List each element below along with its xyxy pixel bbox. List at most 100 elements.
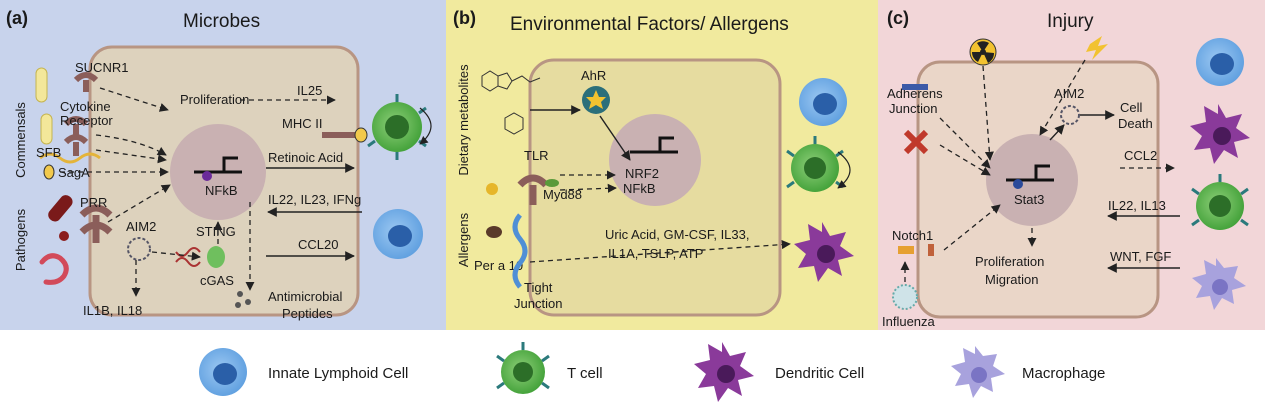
label-il22-il13: IL22, IL13	[1108, 198, 1166, 213]
label-nfkb-a: NFkB	[205, 183, 238, 198]
legend-label-t-cell: T cell	[567, 365, 603, 382]
label-ccl20: CCL20	[298, 237, 338, 252]
label-myd88: Myd88	[543, 187, 582, 202]
saga-icon	[43, 164, 55, 180]
pathogen-virus-icon	[59, 231, 69, 241]
panel-b-title: Environmental Factors/ Allergens	[510, 14, 789, 35]
influenza-virus-icon	[892, 284, 918, 310]
panel-c-letter: (c)	[887, 8, 909, 28]
label-junction-c: Junction	[889, 101, 937, 116]
label-influenza: Influenza	[882, 314, 936, 329]
label-il25: IL25	[297, 83, 322, 98]
tlr-receptor-icon	[517, 174, 549, 205]
label-tight: Tight	[524, 280, 553, 295]
label-per-a-10: Per a 10	[474, 258, 523, 273]
gene-transcription-icon	[630, 136, 678, 154]
label-saga: SagA	[58, 165, 90, 180]
legend-label-macrophage: Macrophage	[1022, 365, 1105, 382]
commensal-bacterium-icon	[35, 67, 48, 103]
label-aim2-c: AIM2	[1054, 86, 1084, 101]
label-migration: Migration	[985, 272, 1038, 287]
side-label-dietary-metabolites: Dietary metabolites	[456, 64, 471, 176]
pathogen-worm-icon	[39, 253, 69, 285]
sucnr1-receptor-icon	[73, 72, 99, 92]
panel-c: (c) Injury Adherens Junction AIM2 Cell D…	[878, 0, 1265, 330]
legend-ilc-icon	[199, 348, 247, 396]
nucleus-b	[609, 114, 701, 206]
side-label-commensals: Commensals	[13, 102, 28, 178]
legend-dendritic-cell-icon	[694, 342, 754, 402]
sfb-filament-icon	[39, 152, 101, 164]
label-sting: STING	[196, 224, 236, 239]
label-proliferation-c: Proliferation	[975, 254, 1044, 269]
disrupted-junction-icon	[903, 129, 929, 155]
ligand-star-icon	[586, 90, 606, 109]
label-notch1: Notch1	[892, 228, 933, 243]
macrophage-icon	[1192, 258, 1246, 310]
label-ccl2: CCL2	[1124, 148, 1157, 163]
label-cell: Cell	[1120, 100, 1143, 115]
label-cytokine: Cytokine	[60, 99, 111, 114]
panel-a: (a) Microbes Commensals Pathogens SUCNR1…	[0, 0, 446, 330]
label-il1b-il18: IL1B, IL18	[83, 303, 142, 318]
legend: Innate Lymphoid Cell T cell Dendritic Ce…	[199, 342, 1105, 402]
stat3-protein-icon	[1013, 179, 1023, 189]
pollen-icon	[486, 183, 498, 195]
panel-a-letter: (a)	[6, 8, 28, 28]
panel-b: (b) Environmental Factors/ Allergens Die…	[446, 0, 878, 330]
label-prr: PRR	[80, 195, 107, 210]
t-cell-icon	[1191, 174, 1249, 230]
gene-transcription-icon	[1006, 164, 1054, 182]
label-il1a-tslp-atp: IL1A, TSLP, ATP	[608, 246, 703, 261]
legend-t-cell-icon	[496, 342, 550, 394]
notch1-icon	[898, 246, 914, 254]
ilc-icon	[1196, 38, 1244, 86]
sfb-receptor-icon	[63, 134, 89, 156]
lightning-icon	[1086, 36, 1108, 60]
adherens-junction-icon	[902, 84, 928, 90]
label-adherens: Adherens	[887, 86, 943, 101]
prr-receptor-icon	[79, 204, 113, 243]
label-uric-acid: Uric Acid, GM-CSF, IL33,	[605, 227, 749, 242]
sting-protein-icon	[207, 246, 225, 268]
label-peptides: Peptides	[282, 306, 333, 321]
t-cell-icon	[367, 94, 427, 160]
side-label-allergens: Allergens	[456, 212, 471, 267]
label-sfb: SFB	[36, 145, 61, 160]
commensal-bacterium-icon	[40, 113, 53, 145]
legend-macrophage-icon	[951, 346, 1005, 398]
label-cgas: cGAS	[200, 273, 234, 288]
tcr-icon	[354, 127, 368, 143]
panel-b-letter: (b)	[453, 8, 476, 28]
label-tlr: TLR	[524, 148, 549, 163]
label-nrf2: NRF2	[625, 166, 659, 181]
legend-label-ilc: Innate Lymphoid Cell	[268, 365, 408, 382]
label-junction-b: Junction	[514, 296, 562, 311]
label-receptor: Receptor	[60, 113, 113, 128]
label-stat3: Stat3	[1014, 192, 1044, 207]
side-label-pathogens: Pathogens	[13, 208, 28, 271]
ilc-icon	[799, 78, 847, 126]
dioxane-molecule-icon	[504, 112, 524, 135]
label-wnt-fgf: WNT, FGF	[1110, 249, 1171, 264]
label-ahr: AhR	[581, 68, 606, 83]
label-sucnr1: SUCNR1	[75, 60, 128, 75]
aim2-inflammasome-icon	[1060, 105, 1080, 125]
label-aim2: AIM2	[126, 219, 156, 234]
aim2-inflammasome-icon	[127, 237, 151, 261]
notch1-receptor-icon	[928, 244, 934, 256]
legend-label-dendritic-cell: Dendritic Cell	[775, 365, 864, 382]
label-il22-il23-ifng: IL22, IL23, IFNg	[268, 192, 361, 207]
dendritic-cell-icon	[794, 222, 854, 282]
label-mhc-ii: MHC II	[282, 116, 322, 131]
pathogen-bacterium-icon	[48, 195, 73, 222]
mhc-ii-icon	[322, 132, 356, 138]
panel-a-title: Microbes	[183, 11, 260, 32]
indole-molecule-icon	[481, 70, 541, 92]
myd88-icon	[545, 179, 559, 187]
tight-junction-icon	[512, 213, 528, 289]
peptide-dots-icon	[235, 291, 251, 308]
label-antimicrobial: Antimicrobial	[268, 289, 343, 304]
label-nfkb-b: NFkB	[623, 181, 656, 196]
